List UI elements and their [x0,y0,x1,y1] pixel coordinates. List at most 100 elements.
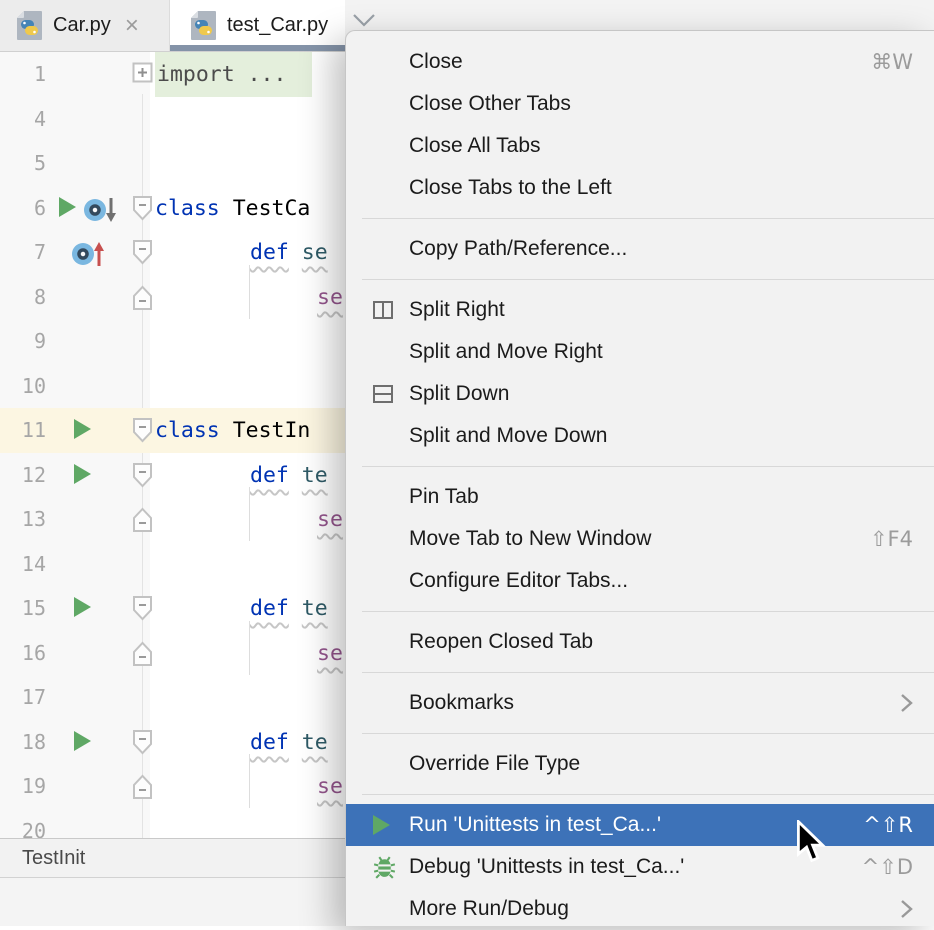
menu-item-label: Split Down [409,382,510,405]
menu-shortcut: ⌘W [871,50,913,74]
code-token: se [317,507,343,532]
code-token [289,463,302,488]
line-number: 5 [33,151,46,175]
fold-start-icon[interactable] [131,462,154,494]
fold-start-icon[interactable] [131,417,154,449]
code-token: import ... [157,62,287,87]
menu-shortcut: ⇧F4 [869,527,913,551]
menu-item-close-tabs-to-the-left[interactable]: Close Tabs to the Left [346,167,934,209]
menu-item-more-run-debug[interactable]: More Run/Debug [346,888,934,930]
menu-item-run-unittests[interactable]: Run 'Unittests in test_Ca...'^⇧R [346,804,934,846]
split-down-icon [371,382,409,406]
overridden-marker-icon[interactable] [82,195,120,230]
editor-line-4: 4 [0,97,934,142]
code-token: class [155,418,220,443]
run-icon[interactable] [72,462,93,491]
code-text: def se [250,230,328,275]
tab-label: Car.py [53,14,111,36]
menu-item-label: Copy Path/Reference... [409,237,628,260]
menu-item-label: Move Tab to New Window [409,527,652,550]
menu-item-label: Close Other Tabs [409,92,571,115]
menu-item-close-all-tabs[interactable]: Close All Tabs [346,125,934,167]
menu-item-label: Close Tabs to the Left [409,176,612,199]
breadcrumb[interactable]: TestInit [22,846,86,869]
tab-label: test_Car.py [227,14,329,36]
fold-start-icon[interactable] [131,239,154,271]
menu-item-close[interactable]: Close ⌘W [346,41,934,83]
menu-separator [362,733,934,734]
fold-plus-icon[interactable] [131,61,154,89]
fold-end-icon[interactable] [131,506,154,538]
overriding-marker-icon[interactable] [70,239,108,274]
run-icon[interactable] [72,417,93,446]
menu-item-label: Bookmarks [409,691,515,714]
menu-shortcut: ^⇧D [861,855,913,879]
code-token [289,730,302,755]
menu-item-reopen-closed-tab[interactable]: Reopen Closed Tab [346,621,934,663]
code-token: TestCa [232,196,311,221]
fold-end-icon[interactable] [131,284,154,316]
menu-item-split-right[interactable]: Split Right [346,289,934,331]
menu-item-bookmarks[interactable]: Bookmarks [346,682,934,724]
menu-item-configure-editor-tabs[interactable]: Configure Editor Tabs... [346,560,934,602]
line-number: 18 [21,730,46,754]
menu-item-copy-path-reference[interactable]: Copy Path/Reference... [346,228,934,270]
menu-item-split-and-move-down[interactable]: Split and Move Down [346,415,934,457]
menu-item-label: Split and Move Down [409,424,608,447]
menu-item-split-and-move-right[interactable]: Split and Move Right [346,331,934,373]
menu-item-label: Split and Move Right [409,340,603,363]
menu-item-debug-unittests[interactable]: Debug 'Unittests in test_Ca...' ^⇧D [346,846,934,888]
run-icon[interactable] [72,595,93,624]
menu-item-label: Override File Type [409,752,581,775]
menu-item-pin-tab[interactable]: Pin Tab [346,476,934,518]
fold-end-icon[interactable] [131,640,154,672]
fold-end-icon[interactable] [131,773,154,805]
code-text: import ... [155,52,313,97]
line-number: 14 [21,552,46,576]
editor-line-8: 8 se [0,275,934,320]
menu-item-label: Debug 'Unittests in test_Ca...' [409,855,685,878]
code-text: se [317,275,343,320]
code-token: te [301,463,328,488]
line-number: 12 [21,463,46,487]
line-number: 9 [33,329,46,353]
close-icon[interactable]: × [124,11,139,39]
fold-start-icon[interactable] [131,595,154,627]
python-file-icon [16,10,43,41]
code-text: def te [250,720,328,765]
tab-car-py[interactable]: Car.py × [0,0,170,51]
line-number: 13 [21,507,46,531]
submenu-chevron-icon [900,692,934,714]
mouse-cursor [792,818,827,871]
code-token: def [250,240,289,265]
line-number: 11 [21,418,46,442]
menu-separator [362,218,934,219]
run-icon[interactable] [57,195,78,224]
line-number: 8 [33,285,46,309]
code-token [289,240,302,265]
chevron-down-icon[interactable] [351,12,377,34]
menu-item-override-file-type[interactable]: Override File Type [346,743,934,785]
menu-item-close-other-tabs[interactable]: Close Other Tabs [346,83,934,125]
menu-item-label: Split Right [409,298,505,321]
run-icon[interactable] [72,729,93,758]
line-number: 4 [33,107,46,131]
code-token: se [301,240,328,265]
menu-item-split-down[interactable]: Split Down [346,373,934,415]
menu-item-label: Close [409,50,463,73]
menu-item-move-tab-to-new-window[interactable]: Move Tab to New Window ⇧F4 [346,518,934,560]
code-token [289,596,302,621]
code-token: def [250,730,289,755]
tab-test-car-py[interactable]: test_Car.py [170,0,345,51]
line-number: 10 [21,374,46,398]
fold-start-icon[interactable] [131,195,154,227]
menu-item-label: More Run/Debug [409,897,569,920]
fold-start-icon[interactable] [131,729,154,761]
line-number: 15 [21,596,46,620]
